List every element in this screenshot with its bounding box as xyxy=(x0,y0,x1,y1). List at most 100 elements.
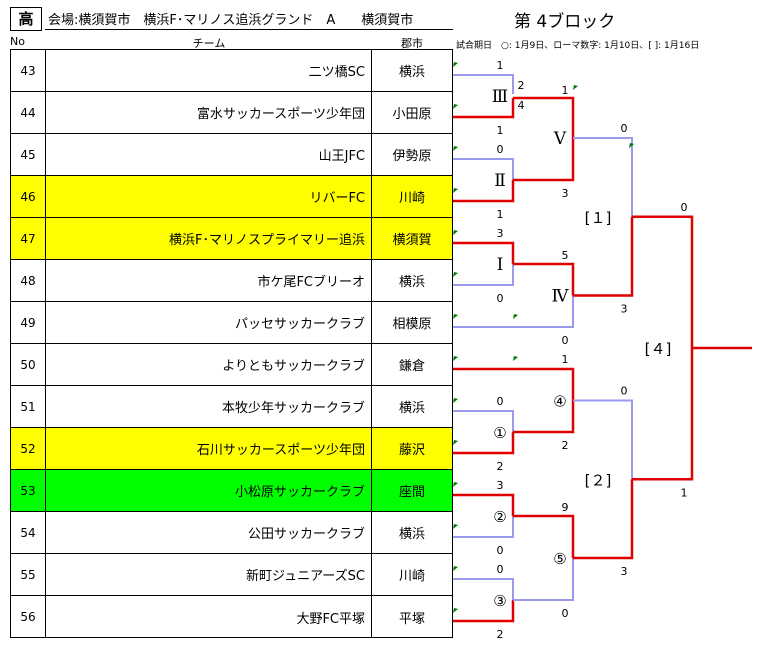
block-title: 第 4ブロック xyxy=(514,12,616,32)
marker-icon xyxy=(453,146,458,151)
marker-icon xyxy=(453,104,458,109)
score: 3 xyxy=(621,565,628,578)
team-city: 横須賀 xyxy=(372,218,452,259)
score: 1 xyxy=(562,353,569,366)
score: 0 xyxy=(621,122,628,135)
bracket-line xyxy=(573,479,634,560)
score: 0 xyxy=(497,563,504,576)
match-label-c4: ④ xyxy=(553,393,566,411)
marker-icon xyxy=(453,608,458,613)
score: 2 xyxy=(562,439,569,452)
bracket-line xyxy=(453,367,575,401)
score: 0 xyxy=(562,607,569,620)
bracket-line xyxy=(453,264,514,286)
team-number: 53 xyxy=(11,470,46,511)
match-label-r1: Ⅰ xyxy=(497,255,504,275)
marker-icon xyxy=(513,314,518,319)
bracket-line xyxy=(513,138,575,182)
marker-icon xyxy=(453,314,458,319)
score: 1 xyxy=(681,486,688,499)
bracket-line xyxy=(453,74,514,94)
bracket-line xyxy=(453,578,514,600)
column-header-team: チーム xyxy=(192,37,226,50)
team-name: 本牧少年サッカークラブ xyxy=(46,386,372,427)
bracket-line xyxy=(513,96,575,138)
team-number: 48 xyxy=(11,260,46,301)
score: 2 xyxy=(518,79,525,92)
team-name: よりともサッカークラブ xyxy=(46,344,372,385)
team-city: 横浜 xyxy=(398,275,425,290)
bracket-line xyxy=(573,137,633,217)
match-label-b2: [２] xyxy=(585,471,612,489)
bracket-line xyxy=(573,216,634,297)
team-city: 伊勢原 xyxy=(392,149,432,164)
score: 1 xyxy=(497,208,504,221)
match-label-c3: ③ xyxy=(493,592,506,610)
team-city: 横浜 xyxy=(398,401,425,416)
bracket-line xyxy=(453,158,514,180)
bracket-line xyxy=(573,399,633,480)
bracket-line xyxy=(453,516,514,538)
team-name: 新町ジュニアーズSC xyxy=(46,554,372,595)
score: 0 xyxy=(497,143,504,156)
team-city: 平塚 xyxy=(398,611,425,627)
bracket-line xyxy=(453,493,515,516)
team-city: 川崎 xyxy=(398,569,425,584)
venue-title: 会場:横須賀市 横浜F･マリノス追浜グランド A 横須賀市 xyxy=(48,13,414,28)
match-label-r3: Ⅲ xyxy=(492,87,508,107)
score: 0 xyxy=(497,395,504,408)
team-city: 鎌倉 xyxy=(398,359,425,374)
marker-icon xyxy=(453,230,458,235)
score: 3 xyxy=(562,187,569,200)
score: 1 xyxy=(497,59,504,72)
score: 0 xyxy=(497,544,504,557)
venue-underline xyxy=(45,29,453,30)
match-label-c2: ② xyxy=(493,508,506,526)
marker-icon xyxy=(629,143,634,148)
team-number: 49 xyxy=(11,302,46,343)
marker-icon xyxy=(573,85,578,90)
team-name: 二ツ橋SC xyxy=(46,50,372,91)
marker-icon xyxy=(453,566,458,571)
team-name: 山王JFC xyxy=(46,134,372,175)
team-city: 小田原 xyxy=(392,107,432,122)
match-label-c5: ⑤ xyxy=(553,550,566,568)
bracket-line xyxy=(453,600,515,623)
marker-icon xyxy=(453,62,458,67)
score: 0 xyxy=(681,201,688,214)
bracket-line xyxy=(632,215,694,348)
match-label-r5: Ⅴ xyxy=(553,129,567,149)
marker-icon xyxy=(453,272,458,277)
team-name: 公田サッカークラブ xyxy=(46,512,372,553)
bracket-line xyxy=(453,241,515,264)
score: 2 xyxy=(497,460,504,473)
bracket-line xyxy=(513,262,575,296)
match-label-b1: [１] xyxy=(585,209,612,227)
team-number: 43 xyxy=(11,50,46,91)
team-city: 座間 xyxy=(372,470,452,511)
bracket-line xyxy=(513,558,574,601)
bracket-line xyxy=(453,410,514,432)
team-number: 50 xyxy=(11,344,46,385)
column-header-city: 郡市 xyxy=(401,37,423,50)
match-label-r2: Ⅱ xyxy=(494,171,506,191)
column-header-no: No xyxy=(10,35,25,48)
bracket-line xyxy=(453,98,515,119)
team-name: 市ケ尾FCブリーオ xyxy=(46,260,372,301)
score: 1 xyxy=(497,124,504,137)
score: 2 xyxy=(497,628,504,641)
score: 3 xyxy=(497,479,504,492)
score: 3 xyxy=(497,227,504,240)
bracket-line xyxy=(453,432,515,455)
team-number: 46 xyxy=(11,176,46,217)
team-number: 51 xyxy=(11,386,46,427)
score: 4 xyxy=(518,99,525,112)
team-city: 横浜 xyxy=(398,527,425,542)
bracket-line xyxy=(453,295,574,328)
